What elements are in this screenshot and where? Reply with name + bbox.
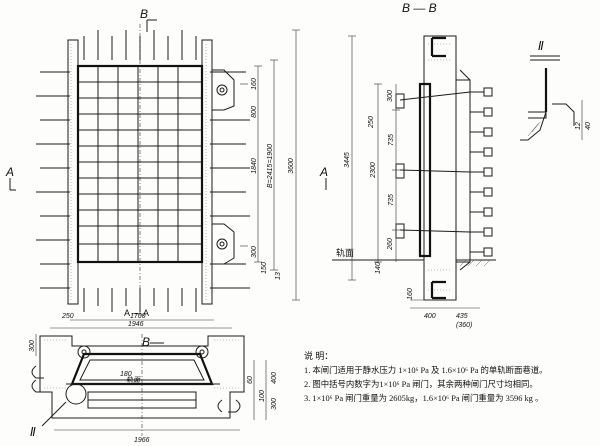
- elevation-view: B A A: [5, 7, 328, 316]
- gate-grid: [78, 66, 202, 262]
- detail-flange: [528, 111, 547, 119]
- section-bottom-channel: [430, 280, 446, 300]
- elevation-hinges: [212, 69, 235, 265]
- dim-gate-height: B=2415=1900: [267, 144, 274, 188]
- plan-frame-outline: [39, 335, 245, 419]
- dim-735-a: 735: [388, 134, 395, 146]
- dim-3445: 3445: [344, 152, 351, 168]
- elevation-anchor-bars: [36, 71, 250, 289]
- dim-400: 400: [271, 372, 278, 384]
- elevation-vertical-bars: [83, 30, 197, 312]
- dim-260: 260: [387, 238, 394, 251]
- dim-250: 250: [368, 116, 375, 129]
- dim-2300: 2300: [370, 162, 377, 179]
- dim-13: 13: [275, 272, 282, 280]
- dim-300: 300: [387, 90, 394, 102]
- dim-160: 160: [407, 288, 414, 300]
- dim-800: 800: [251, 106, 258, 118]
- dim-1966: 1966: [134, 437, 150, 444]
- section-anchor-bolts: [470, 87, 493, 257]
- dim-160: 160: [251, 78, 258, 90]
- section-gate-leaf: [418, 82, 432, 258]
- section-marker-a-right: A: [319, 165, 328, 179]
- section-top-channel: [430, 36, 446, 58]
- dim-140: 140: [375, 262, 382, 274]
- section-marker-a-left: A: [5, 165, 14, 179]
- section-bb-title: B — B: [402, 1, 437, 15]
- section-aa-title: A — A: [124, 308, 149, 318]
- plan-dimension-lines: [35, 319, 267, 431]
- notes-title: 说 明：: [304, 351, 334, 361]
- section-dimension-lines: [348, 35, 480, 309]
- dim-300-b: 300: [271, 398, 278, 410]
- note-item-1: 1. 本闸门适用于静水压力 1×10⁶ Pa 及 1.6×10⁶ Pa 的单轨断…: [304, 366, 548, 375]
- section-bb-view: B — B: [332, 1, 496, 329]
- detail-two-view: Ⅱ 12 40: [520, 39, 592, 141]
- note-item-3: 3. 1×10⁶ Pa 闸门重量为 2605kg，1.6×10⁶ Pa 闸门重量…: [304, 394, 544, 403]
- section-aa-view: A — A B 1700 1946 1966 250 300 180 60 10…: [29, 308, 278, 444]
- detail-dim-40: 40: [585, 122, 592, 130]
- section-marker-b-top: B: [140, 7, 148, 21]
- section-braces: [395, 69, 471, 271]
- rail-level-label: 轨面: [336, 247, 354, 258]
- dim-3600: 3600: [288, 158, 295, 174]
- elevation-dimensions: [240, 29, 300, 301]
- dim-360-bracketed: (360): [456, 322, 472, 329]
- plan-right-hinge: [195, 345, 209, 359]
- dim-100: 100: [259, 390, 266, 402]
- section-marker-b-bottom: B: [142, 335, 150, 349]
- dim-180: 180: [120, 371, 132, 378]
- dim-1700: 1700: [130, 313, 146, 320]
- plan-left-hinge: [77, 345, 91, 359]
- dim-435: 435: [456, 313, 468, 320]
- note-item-2: 2. 图中括号内数字为1×10⁶ Pa 闸门，其余两种闸门尺寸均相同。: [304, 380, 538, 389]
- dim-60: 60: [247, 376, 254, 384]
- dim-735-b: 735: [388, 194, 395, 206]
- notes-block: 说 明： 1. 本闸门适用于静水压力 1×10⁶ Pa 及 1.6×10⁶ Pa…: [304, 349, 596, 406]
- dim-300: 300: [251, 246, 258, 258]
- plan-rail-label: 轨面: [126, 376, 141, 384]
- section-concrete-body: [423, 35, 457, 301]
- dim-300: 300: [29, 340, 36, 352]
- dim-1946: 1946: [128, 321, 144, 328]
- plan-detail-marker: Ⅱ: [30, 425, 36, 439]
- section-floor-hatch: [459, 259, 491, 267]
- dim-150: 150: [261, 262, 268, 274]
- detail-two-title: Ⅱ: [538, 39, 544, 53]
- dim-1840: 1840: [251, 158, 258, 174]
- detail-dim-12: 12: [575, 122, 582, 130]
- dim-400: 400: [424, 313, 436, 320]
- dim-250: 250: [61, 313, 74, 320]
